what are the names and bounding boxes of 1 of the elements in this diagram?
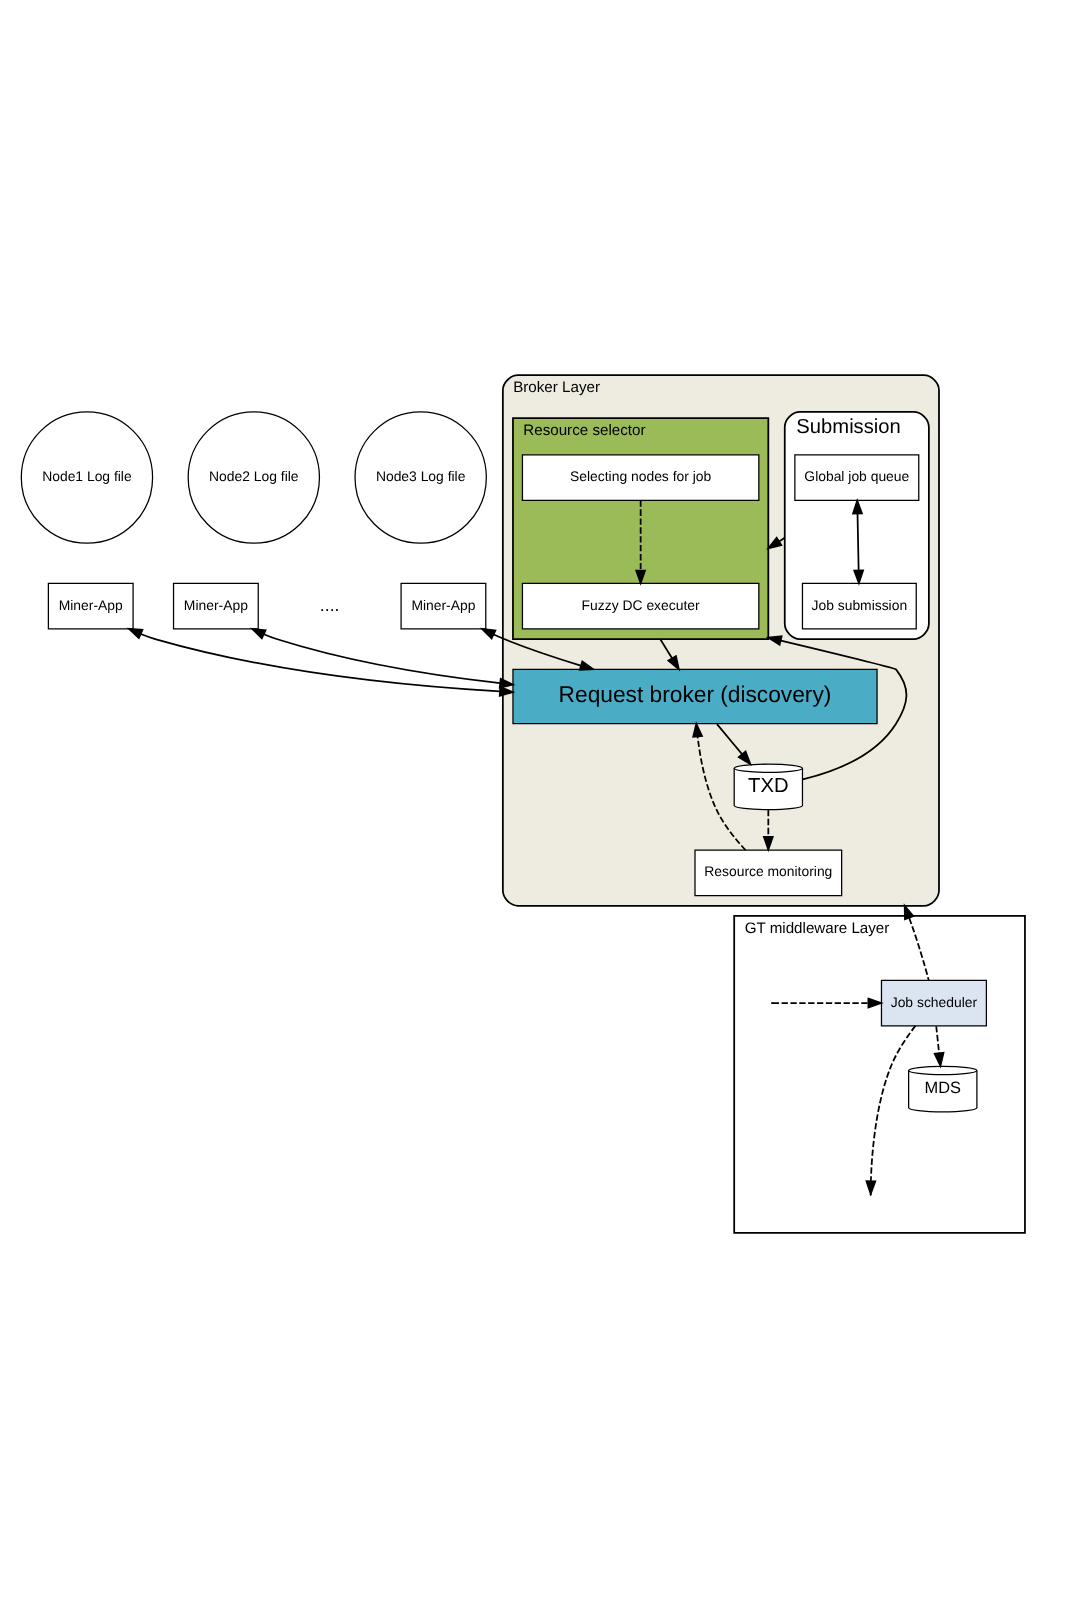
label: .... [319, 593, 340, 614]
